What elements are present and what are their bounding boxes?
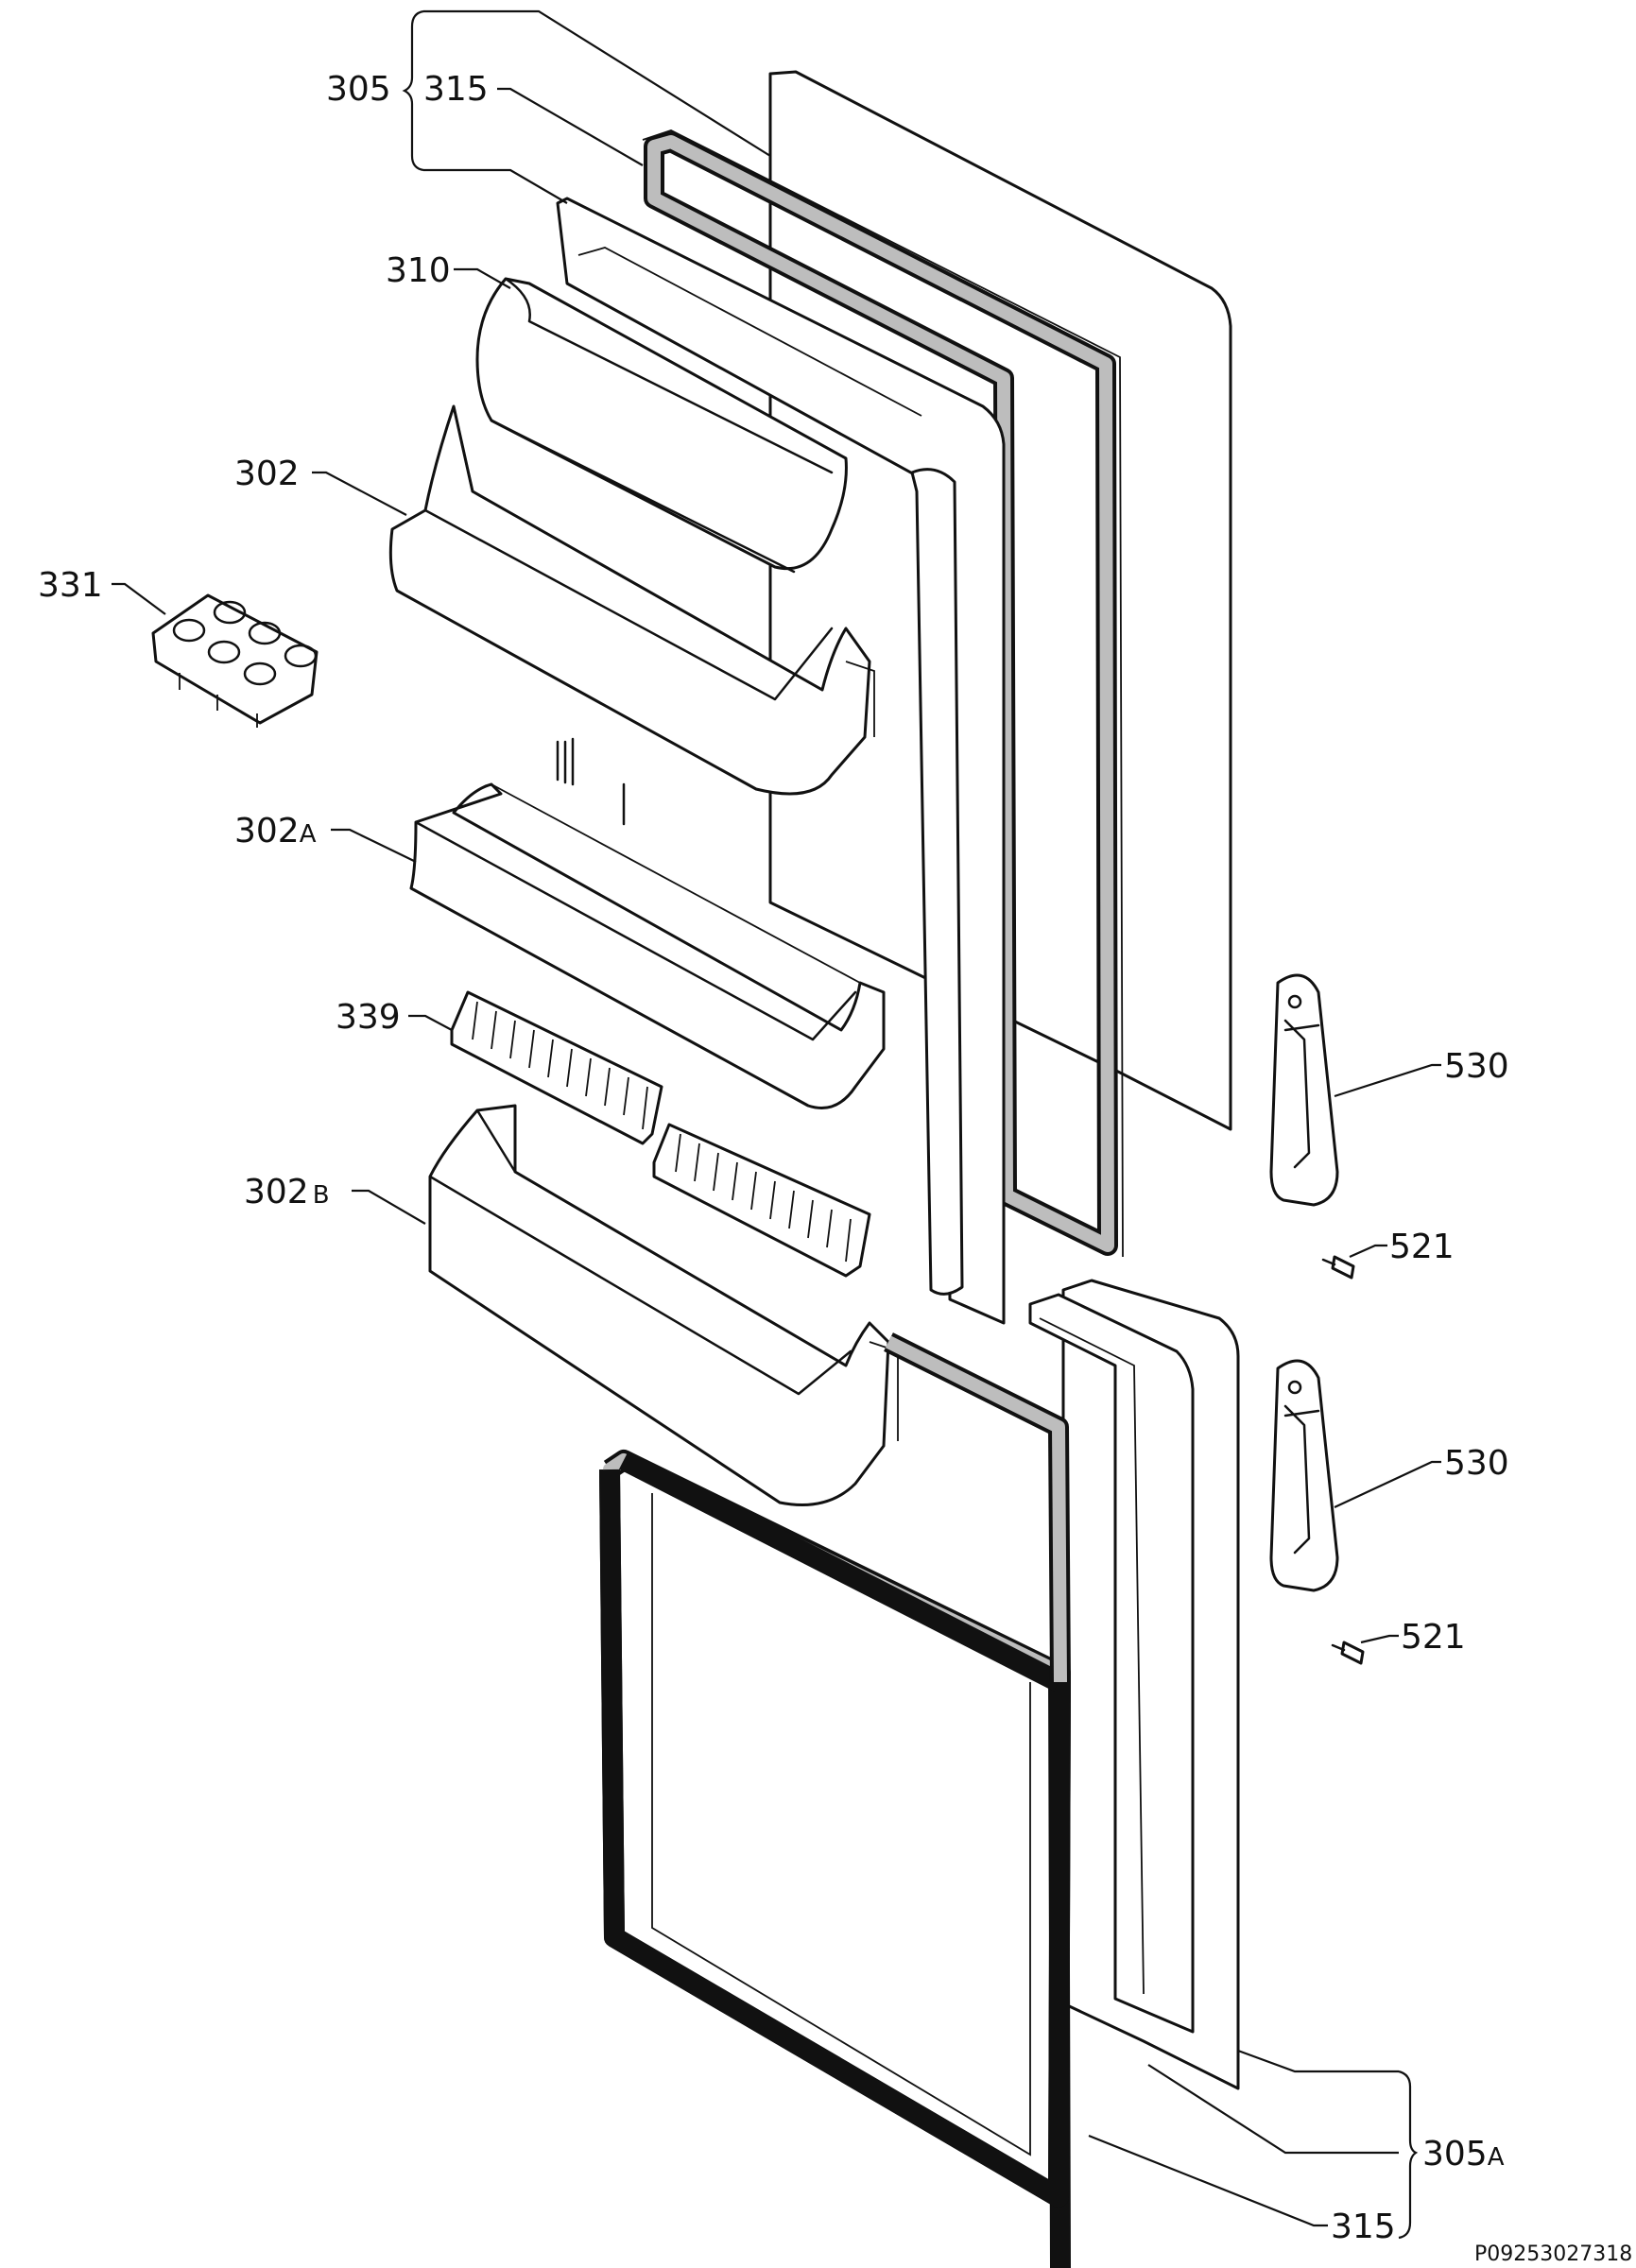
upper-door-inner-liner [556, 197, 1006, 1325]
door-balcony-shelf-302b [428, 1104, 899, 1506]
label-302: 302 [234, 455, 300, 493]
lower-gasket-upper-section [884, 1332, 1071, 1683]
label-521-lower: 521 [1401, 1618, 1466, 1657]
shelf-divider-clips [556, 737, 626, 826]
label-305a: 305A [1422, 2135, 1505, 2174]
label-331: 331 [38, 566, 103, 605]
label-302a: 302A [234, 812, 317, 850]
dairy-compartment-cover [475, 277, 848, 574]
bottle-retainer-left [450, 990, 663, 1145]
label-310: 310 [386, 251, 451, 290]
door-balcony-shelf-302a [409, 782, 886, 1109]
hinge-screw-lower [1331, 1641, 1365, 1665]
label-305: 305 [326, 70, 391, 109]
lower-door-gasket [599, 1450, 1071, 2268]
lower-door-inner-liner [1028, 1293, 1195, 2034]
label-530-upper: 530 [1444, 1047, 1509, 1086]
upper-door-gasket [642, 129, 1124, 1258]
hinge-screw-upper [1321, 1255, 1355, 1280]
label-521-upper: 521 [1389, 1228, 1455, 1266]
label-315-top: 315 [423, 70, 489, 109]
label-315-bottom: 315 [1331, 2208, 1396, 2246]
label-530-lower: 530 [1444, 1444, 1509, 1483]
door-hinge-upper [1269, 973, 1339, 1207]
leader-lines [112, 9, 1441, 2240]
drawing-code: P09253027318 [1474, 2242, 1632, 2266]
bottle-retainer-right [652, 1123, 871, 1278]
door-hinge-lower [1269, 1359, 1339, 1592]
label-339: 339 [336, 998, 401, 1037]
door-balcony-shelf-302 [388, 404, 875, 796]
egg-tray [151, 593, 319, 728]
